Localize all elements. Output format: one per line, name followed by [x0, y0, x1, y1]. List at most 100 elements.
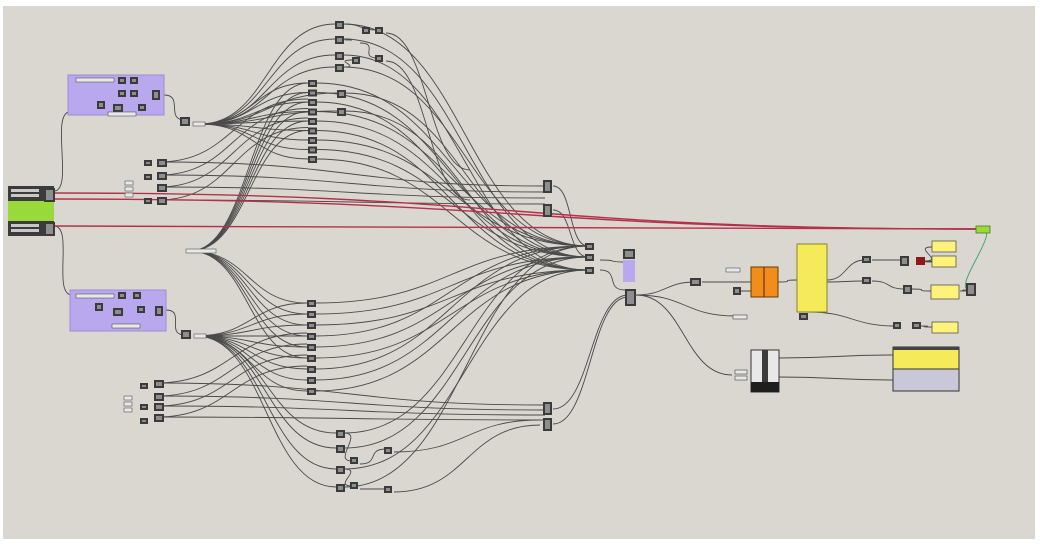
geometry-param-block[interactable] [8, 186, 54, 236]
gh-component-icon [338, 432, 343, 436]
wire [342, 59, 353, 68]
wire [826, 280, 866, 283]
hub-bottom-slider[interactable] [193, 333, 207, 339]
gh-component-icon [337, 23, 342, 27]
yellow-panel-1[interactable] [931, 240, 957, 253]
group-top-slider-2[interactable] [107, 111, 137, 117]
wire [635, 294, 736, 317]
left-slider[interactable] [124, 180, 134, 186]
gh-component-icon [354, 59, 358, 62]
wire [189, 130, 309, 252]
left-slider[interactable] [124, 192, 134, 198]
left-slider[interactable] [124, 186, 134, 192]
gh-component-icon [905, 287, 910, 292]
wire [195, 335, 337, 434]
darkred-swatch[interactable] [916, 257, 925, 265]
gh-component-icon [146, 176, 150, 178]
gh-component-icon [309, 379, 314, 382]
param-block-top-inner-2 [11, 194, 39, 197]
gh-component-icon [132, 92, 136, 95]
preview-param[interactable] [975, 225, 991, 234]
merge-list-param[interactable] [623, 260, 635, 282]
yellow-panel-3[interactable] [930, 284, 960, 300]
wire [315, 158, 589, 271]
gh-component-icon [135, 294, 139, 297]
wire [342, 23, 379, 31]
wire [314, 245, 589, 304]
output-area[interactable] [732, 225, 991, 393]
wire [158, 117, 309, 188]
gh-component-icon [97, 305, 101, 309]
hub-top-slider[interactable] [192, 121, 206, 127]
yellow-panel-4[interactable] [931, 321, 959, 334]
param-block-top-inner [11, 189, 39, 192]
wire [314, 269, 589, 326]
gh-component-icon [115, 310, 121, 314]
wire [959, 289, 971, 292]
gh-component-icon [140, 106, 144, 109]
wire [158, 161, 546, 187]
wire [314, 256, 589, 381]
gh-component-icon [895, 324, 899, 327]
wire [155, 365, 308, 418]
gh-component-icon [183, 332, 189, 337]
wire [199, 38, 336, 125]
gh-component-icon [309, 313, 314, 316]
list-panel-gray[interactable] [892, 368, 960, 392]
wire [552, 296, 629, 425]
small-slider-3[interactable] [732, 314, 748, 320]
wire [871, 280, 906, 290]
small-slider-1[interactable] [734, 369, 748, 375]
gh-component-icon [46, 190, 53, 200]
wire [315, 111, 589, 247]
wire [314, 256, 589, 315]
left-slider[interactable] [123, 401, 133, 407]
gh-component-icon [692, 280, 699, 284]
wire [552, 185, 589, 247]
gh-component-icon [120, 92, 124, 95]
left-slider[interactable] [123, 395, 133, 401]
wire [158, 108, 309, 176]
gh-component-icon [352, 459, 356, 462]
gh-component-icon [310, 148, 315, 152]
group-bottom-slider-1[interactable] [75, 293, 115, 299]
param-block-bottom-inner-2 [11, 229, 39, 232]
wire [53, 225, 977, 230]
wire [158, 98, 309, 163]
gh-component-icon [337, 38, 342, 42]
wire [343, 468, 353, 487]
param-block-green[interactable] [8, 201, 54, 221]
gh-component-icon [545, 420, 550, 429]
yellow-panel-large[interactable] [796, 243, 828, 313]
yellow-panel-2[interactable] [931, 255, 957, 268]
right-slider[interactable] [725, 267, 741, 273]
gh-component-icon [545, 182, 550, 191]
gh-component-icon [338, 447, 343, 451]
wire [53, 111, 71, 192]
hub-middle-slider[interactable] [185, 248, 217, 254]
gh-component-icon [310, 129, 315, 133]
left-slider[interactable] [123, 407, 133, 413]
gh-component-icon [120, 79, 124, 82]
wire [315, 139, 589, 247]
gh-component-icon [309, 335, 314, 338]
wire [155, 343, 308, 397]
small-slider-2[interactable] [734, 375, 748, 381]
wires-layer [53, 23, 988, 493]
list-panel-yellow[interactable] [892, 346, 960, 370]
wire [343, 245, 589, 434]
wire [911, 288, 932, 292]
group-top-slider-1[interactable] [75, 77, 115, 83]
gh-component-icon [310, 82, 315, 85]
wire [314, 269, 589, 392]
list-item-component-footer [751, 382, 779, 392]
wire [635, 281, 696, 296]
wire [359, 448, 387, 465]
gh-component-icon [159, 199, 165, 203]
gh-component-icon [142, 385, 146, 387]
wire [552, 209, 589, 258]
group-bottom-slider-2[interactable] [111, 323, 141, 329]
wire [53, 225, 73, 296]
components-layer [44, 21, 976, 493]
